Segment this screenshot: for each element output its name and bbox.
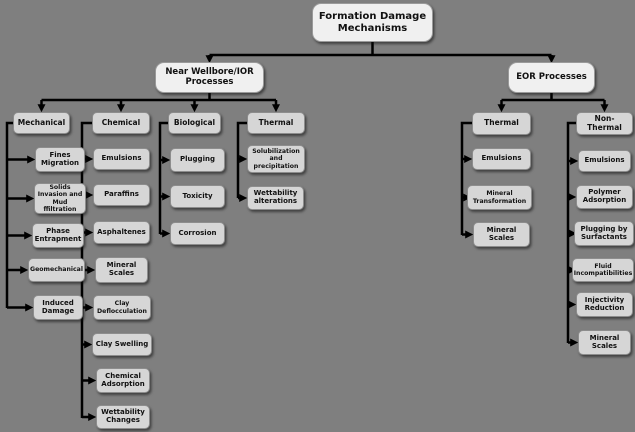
node-corrosion: Corrosion [170, 222, 225, 245]
rail-mechanical [5, 121, 13, 308]
node-fluid-incompatibilities: Fluid Incompatibilities [572, 258, 634, 282]
node-emulsions-chem: Emulsions [93, 148, 150, 170]
node-paraffins: Paraffins [93, 184, 150, 206]
node-chemical-adsorption: Chemical Adsorption [96, 368, 150, 393]
rail-thermal-nw [236, 121, 247, 198]
node-emulsions-thermal-eor: Emulsions [472, 148, 531, 170]
node-chemical: Chemical [92, 112, 150, 134]
node-geomechanical: Geomechanical [28, 258, 85, 282]
node-near-wellbore-ior-processes: Near Wellbore/IOR Processes [155, 62, 264, 93]
node-biological: Biological [168, 112, 221, 134]
node-mineral-scales-chem: Mineral Scales [95, 257, 148, 283]
node-eor-processes: EOR Processes [508, 62, 595, 93]
node-solids-invasion-mud-filtration: Solids Invasion and Mud ffiltration [34, 183, 86, 214]
node-thermal-nw: Thermal [247, 112, 305, 134]
node-fines-migration: Fines Migration [35, 147, 85, 172]
node-formation-damage-mechanisms: Formation Damage Mechanisms [312, 3, 433, 42]
node-injectivity-reduction: Injectivity Reduction [576, 292, 633, 317]
node-mechanical: Mechanical [13, 112, 70, 134]
node-wettability-alterations: Wettability alterations [247, 186, 304, 210]
node-non-thermal: Non-Thermal [576, 112, 633, 135]
node-emulsions-non-thermal: Emulsions [578, 150, 631, 172]
node-clay-deflocculation: Clay Deflocculation [93, 295, 151, 320]
node-thermal-eor: Thermal [472, 112, 531, 135]
node-asphaltenes: Asphaltenes [93, 221, 150, 244]
node-wettability-changes: Wettability Changes [96, 405, 150, 429]
node-polymer-adsorption: Polymer Adsorption [576, 185, 633, 209]
rail-chemical [80, 121, 92, 418]
node-mineral-scales-non-thermal: Mineral Scales [578, 330, 631, 355]
node-clay-swelling: Clay Swelling [92, 333, 152, 356]
node-mineral-transformation: Mineral Transformation [467, 185, 532, 210]
node-plugging: Plugging [170, 148, 225, 172]
rail-thermal-eor [460, 121, 472, 235]
node-plugging-by-surfactants: Plugging by Surfactants [574, 221, 634, 246]
node-induced-damage: Induced Damage [33, 295, 83, 320]
node-phase-entrapment: Phase Entrapment [32, 223, 84, 248]
rail-biological [158, 121, 168, 234]
node-solubilization-precipitation: Solubilization and precipitation [247, 145, 305, 173]
node-mineral-scales-thermal-eor: Mineral Scales [473, 222, 530, 247]
node-toxicity: Toxicity [170, 185, 225, 208]
